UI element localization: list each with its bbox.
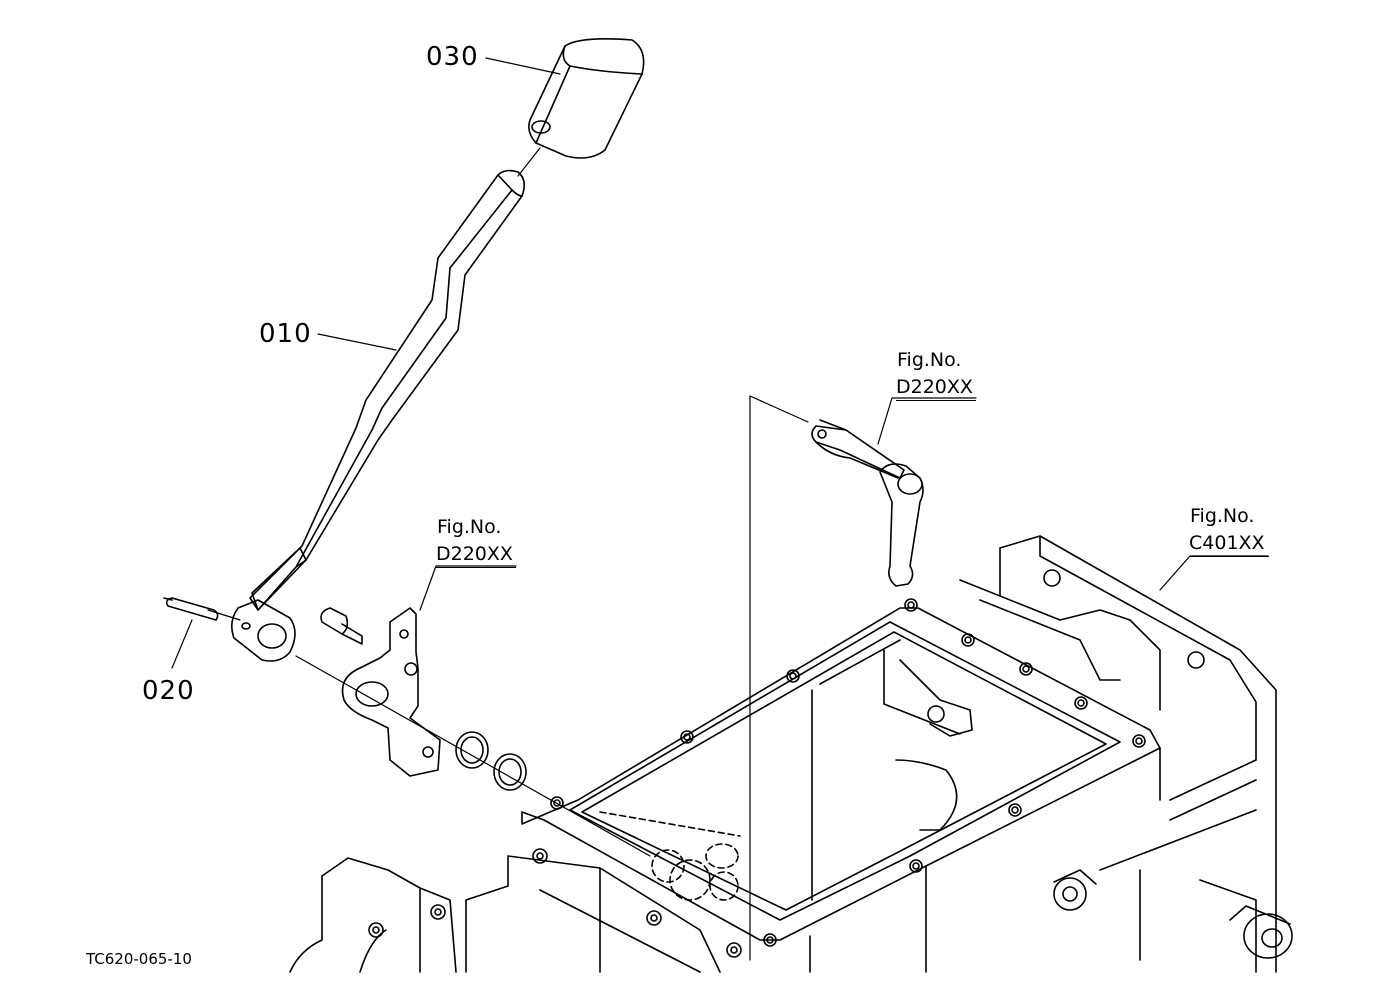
bracket-assembly [320, 607, 527, 791]
lever-010 [230, 169, 526, 662]
callout-010: 010 [259, 319, 312, 349]
bracket-ref-label: Fig.No. [437, 516, 502, 538]
shaft-arm [811, 419, 924, 587]
bracket-ref-code: D220XX [436, 545, 516, 568]
callout-020: 020 [142, 676, 195, 706]
housing-ref-code: C401XX [1189, 534, 1269, 557]
shaft-arm-ref-code: D220XX [896, 378, 976, 401]
pin-020 [163, 597, 219, 621]
housing-ref-label: Fig.No. [1190, 505, 1255, 527]
knob-030 [528, 38, 645, 159]
shaft-arm-ref-label: Fig.No. [897, 349, 962, 371]
drawing-id: TC620-065-10 [86, 950, 192, 968]
transmission-housing [289, 535, 1293, 973]
leader-lines [171, 57, 1269, 669]
callout-030: 030 [426, 42, 479, 72]
assembly-guides [207, 147, 809, 961]
